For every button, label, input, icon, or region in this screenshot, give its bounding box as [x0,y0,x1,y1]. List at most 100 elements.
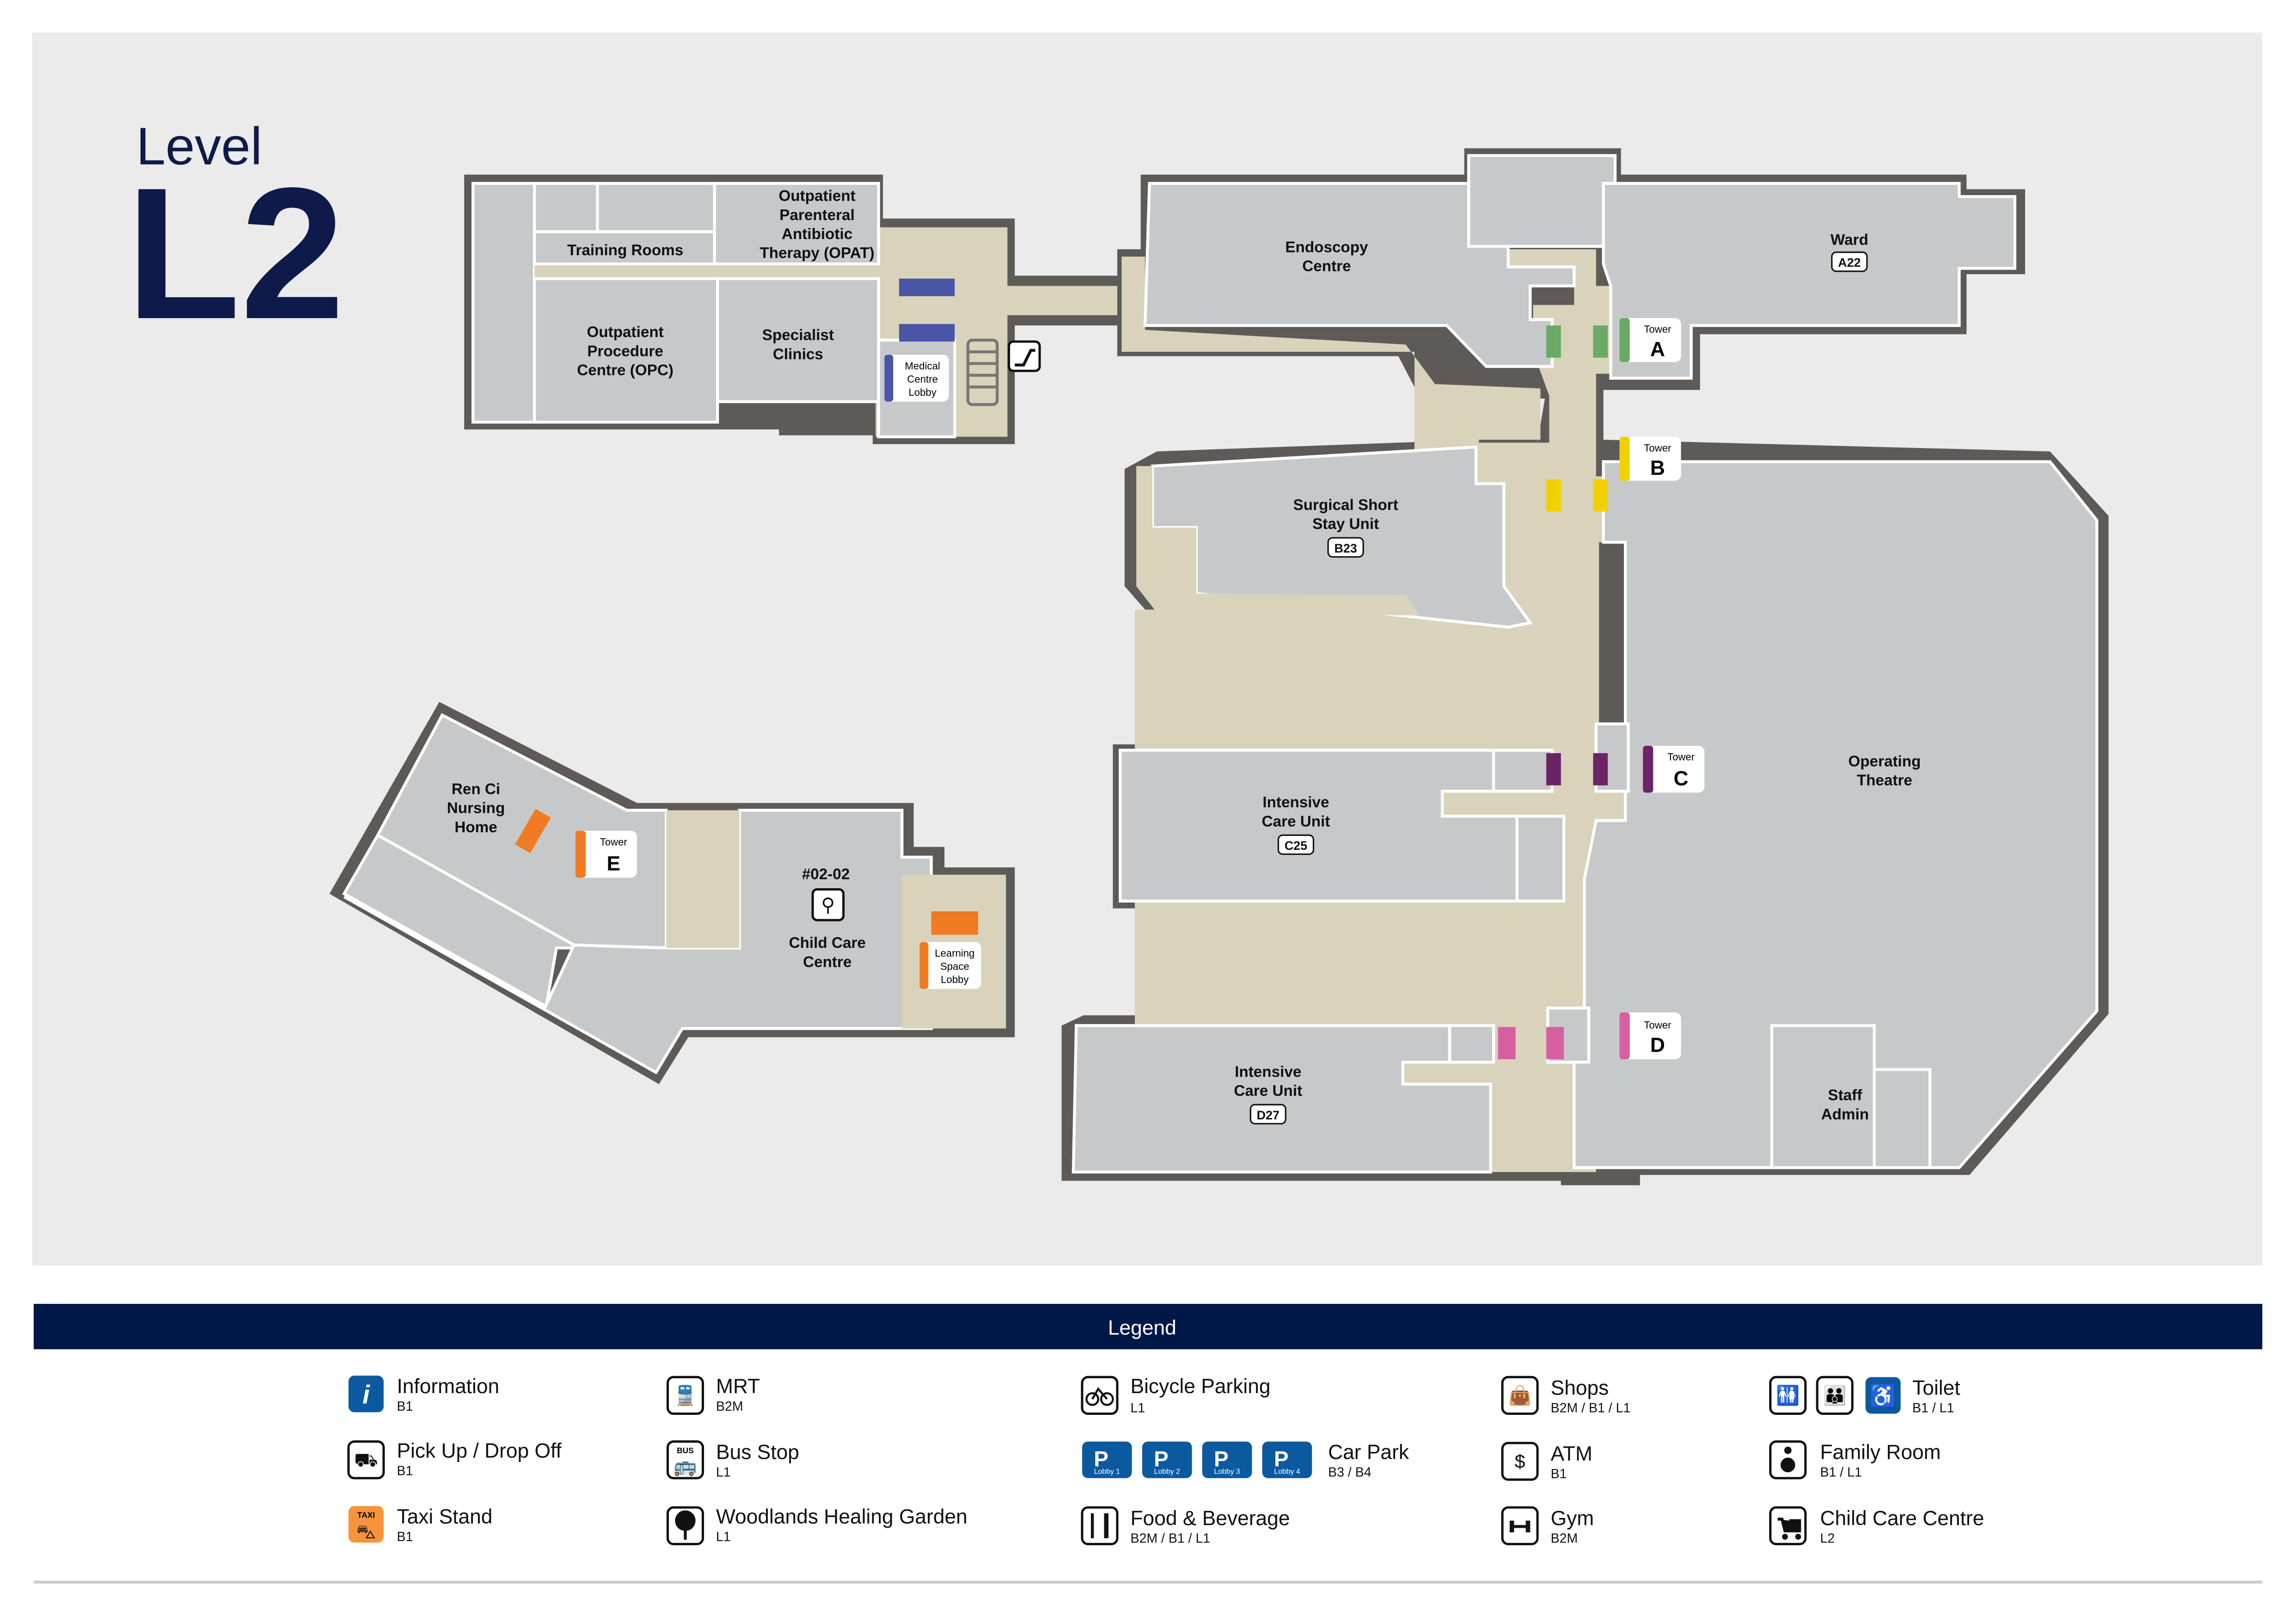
label-ward: Ward [1831,232,1868,249]
svg-text:A22: A22 [1838,256,1861,270]
svg-text:ATM: ATM [1551,1443,1592,1465]
svg-text:B23: B23 [1334,541,1357,555]
svg-text:TAXI: TAXI [357,1510,375,1519]
svg-text:D: D [1650,1034,1665,1057]
svg-text:Tower: Tower [1644,442,1671,454]
svg-text:Lobby 3: Lobby 3 [1214,1468,1240,1475]
escalator-icon [1008,340,1041,372]
lift-medical-2 [899,324,955,342]
svg-text:BUS: BUS [677,1446,694,1455]
escalator [966,338,999,406]
svg-text:♿: ♿ [1869,1383,1897,1408]
svg-text:Pick Up / Drop Off: Pick Up / Drop Off [397,1440,562,1462]
icu-c25-code-badge: C25 [1277,834,1315,855]
atm-icon [1501,1442,1539,1481]
svg-text:C: C [1674,768,1689,790]
lift-medical-1 [899,278,955,296]
svg-text:P: P [1214,1447,1229,1472]
svg-text:MRT: MRT [716,1375,760,1398]
svg-text:P: P [1094,1447,1108,1472]
svg-text:⛍: ⛍ [356,1521,376,1542]
svg-text:Food & Beverage: Food & Beverage [1130,1507,1290,1530]
cutlery-icon [1081,1506,1119,1545]
svg-text:Lobby 2: Lobby 2 [1154,1468,1180,1475]
train-icon [666,1376,704,1415]
bus-icon [666,1440,704,1480]
family-toilet-icon [1816,1376,1854,1415]
svg-text:Woodlands Healing Garden: Woodlands Healing Garden [716,1505,967,1528]
level-word: Level [136,117,263,176]
info-icon [348,1376,384,1413]
svg-text:D27: D27 [1257,1108,1280,1122]
stroller-icon: ⚲ [811,888,845,922]
svg-text:Bus Stop: Bus Stop [716,1441,799,1464]
svg-text:Family Room: Family Room [1820,1441,1941,1464]
lift-tower-e [515,809,551,854]
svg-text:🚌: 🚌 [673,1455,697,1477]
icu-d27-code-badge: D27 [1249,1104,1286,1124]
svg-text:Child Care Centre: Child Care Centre [1820,1507,1984,1530]
svg-text:B1: B1 [397,1464,413,1479]
level-code: L2 [126,148,344,358]
svg-text:L1: L1 [716,1530,731,1544]
svg-text:Tower: Tower [1644,1019,1671,1031]
svg-text:$: $ [1515,1451,1525,1472]
svg-text:B1: B1 [397,1399,413,1414]
svg-text:A: A [1650,338,1665,361]
svg-text:B2M: B2M [1551,1531,1578,1546]
svg-text:Bicycle Parking: Bicycle Parking [1130,1375,1270,1398]
svg-text:👪: 👪 [1823,1384,1847,1407]
svg-text:E: E [606,852,620,875]
svg-text:Tower: Tower [1644,324,1671,335]
svg-text:Taxi Stand: Taxi Stand [397,1505,492,1528]
svg-text:B3 / B4: B3 / B4 [1328,1465,1371,1480]
svg-text:Shops: Shops [1551,1376,1609,1399]
svg-text:B1: B1 [1551,1467,1567,1481]
svg-text:B2M / B1 / L1: B2M / B1 / L1 [1551,1401,1631,1415]
svg-text:Tower: Tower [1667,751,1695,763]
lift-learning-space [931,911,979,935]
svg-text:L2: L2 [1820,1531,1835,1546]
svg-text:Lobby 4: Lobby 4 [1274,1468,1300,1475]
lifts-tower-c [1546,753,1608,786]
svg-text:🚻: 🚻 [1776,1384,1800,1407]
toilet-icon [1769,1376,1807,1415]
legend-title: Legend [1108,1316,1176,1339]
lifts-tower-d [1498,1027,1564,1059]
svg-text:L1: L1 [1130,1401,1145,1415]
svg-text:⚲: ⚲ [821,894,835,915]
svg-text:Lobby 1: Lobby 1 [1094,1468,1120,1475]
svg-text:Toilet: Toilet [1912,1376,1960,1399]
svg-text:i: i [362,1380,370,1409]
block-main-towers [1061,148,2109,1186]
svg-text:Information: Information [397,1375,499,1398]
